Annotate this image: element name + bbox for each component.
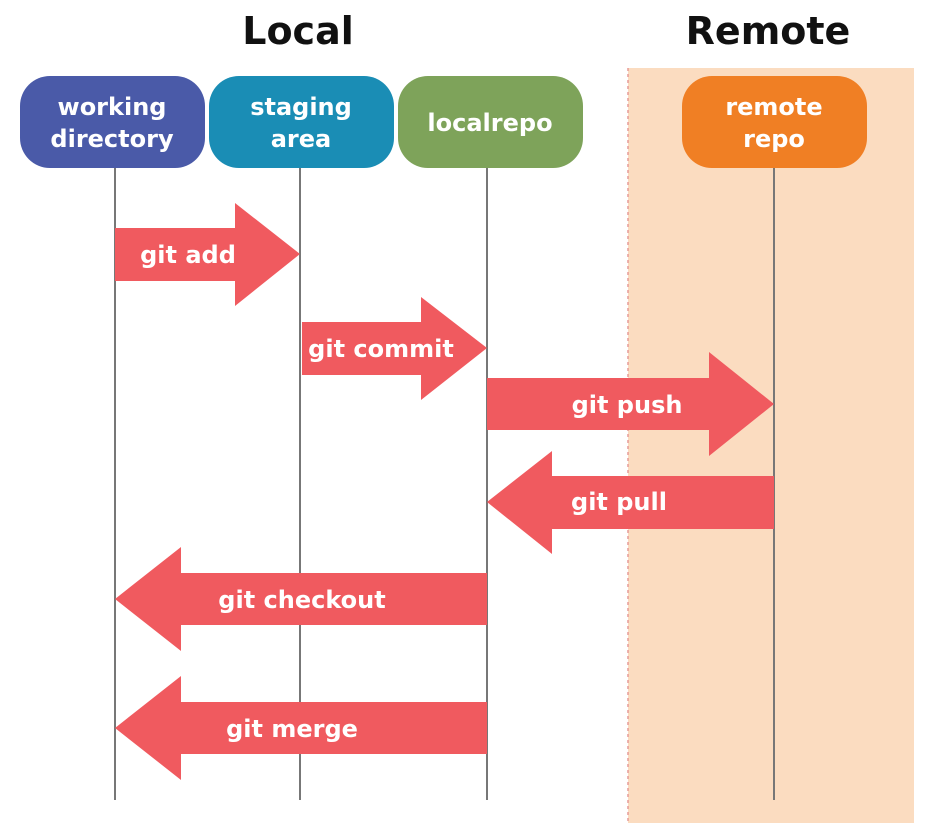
node-staging-area-line-1: staging xyxy=(250,93,352,121)
node-working-directory-line-2: directory xyxy=(50,125,174,153)
arrow-git-checkout-shape xyxy=(115,547,487,651)
arrow-git-merge: git merge xyxy=(115,676,487,780)
arrow-git-merge-shape xyxy=(115,676,487,780)
local-region-title: Local xyxy=(242,9,354,53)
node-remote-repo-line-2: repo xyxy=(743,125,805,153)
node-remote-repo-box xyxy=(682,76,867,168)
node-localrepo-box xyxy=(398,76,583,168)
node-working-directory-box xyxy=(20,76,205,168)
arrow-git-pull: git pull xyxy=(487,451,774,554)
node-working-directory-line-1: working xyxy=(58,93,167,121)
arrow-git-add-shape xyxy=(115,203,300,306)
node-staging-area-line-2: area xyxy=(271,125,332,153)
arrow-git-pull-shape xyxy=(487,451,774,554)
arrow-git-commit-label: git commit xyxy=(308,335,454,363)
arrow-git-push-label: git push xyxy=(572,391,683,419)
arrow-git-merge-label: git merge xyxy=(226,715,358,743)
arrow-git-pull-label: git pull xyxy=(571,488,667,516)
arrow-git-commit-shape xyxy=(302,297,487,400)
node-remote-repo: remote repo xyxy=(682,76,867,168)
node-localrepo: localrepo xyxy=(398,76,583,168)
arrow-git-add: git add xyxy=(115,203,300,306)
node-staging-area: staging area xyxy=(209,76,394,168)
arrow-git-push-shape xyxy=(487,352,774,456)
node-localrepo-line-1: localrepo xyxy=(427,109,552,137)
node-remote-repo-line-1: remote xyxy=(725,93,822,121)
arrow-git-push: git push xyxy=(487,352,774,456)
remote-region-background xyxy=(628,68,914,823)
arrow-git-checkout-label: git checkout xyxy=(218,586,385,614)
node-working-directory: working directory xyxy=(20,76,205,168)
remote-region-title: Remote xyxy=(686,9,851,53)
node-staging-area-box xyxy=(209,76,394,168)
arrow-git-add-label: git add xyxy=(140,241,236,269)
arrow-git-commit: git commit xyxy=(302,297,487,400)
arrow-git-checkout: git checkout xyxy=(115,547,487,651)
